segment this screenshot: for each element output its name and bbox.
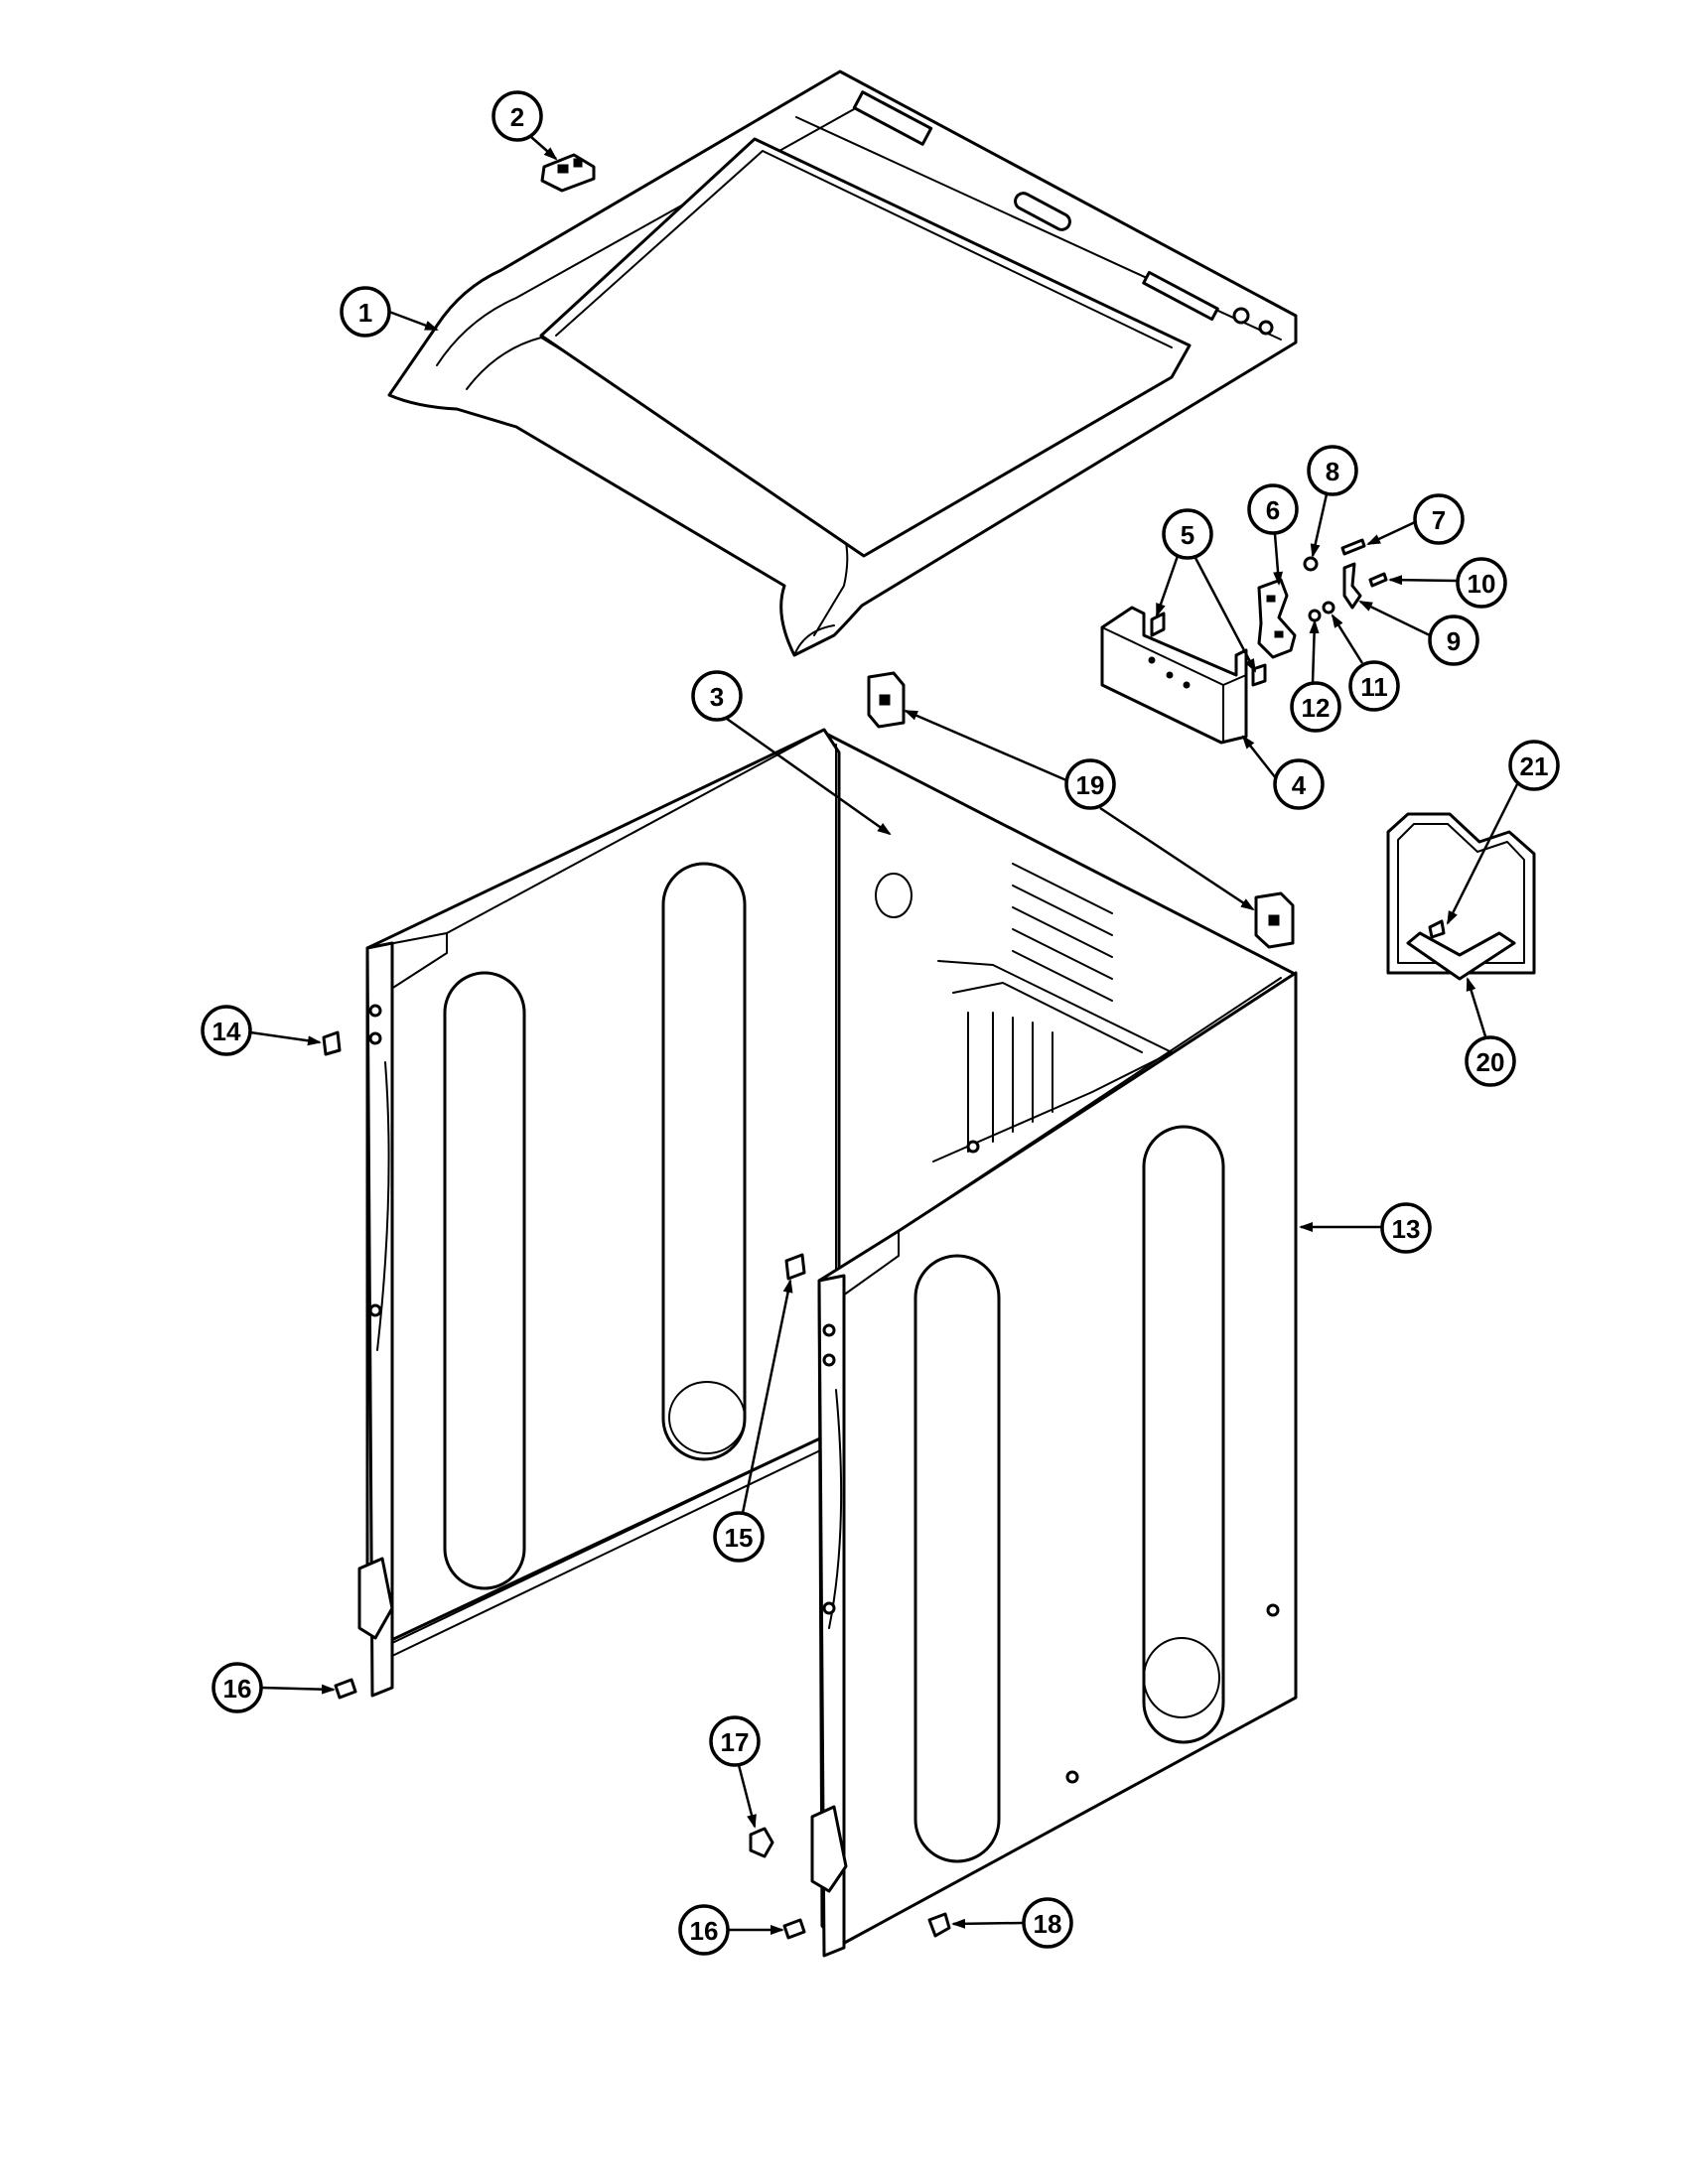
callout-c20: 20 [1465, 1035, 1516, 1087]
callout-number: 6 [1266, 495, 1280, 525]
callout-number: 1 [358, 298, 372, 328]
callout-c16: 16 [211, 1662, 263, 1713]
callout-circle [491, 90, 543, 142]
callout-number: 10 [1468, 569, 1496, 599]
callout-c3: 3 [691, 670, 743, 722]
callout-number: 5 [1181, 520, 1194, 550]
callout-circle [1508, 740, 1560, 791]
callout-circle [1290, 681, 1341, 733]
callout-circle [1348, 660, 1400, 712]
callout-number: 7 [1432, 505, 1446, 535]
callout-number: 12 [1302, 693, 1331, 723]
callout-c2: 2 [491, 90, 543, 142]
callout-circle [1428, 614, 1479, 666]
callout-c13: 13 [1380, 1202, 1432, 1254]
callout-c8: 8 [1307, 445, 1358, 496]
callout-circle [1413, 493, 1465, 545]
callout-number: 16 [690, 1916, 719, 1946]
callout-number: 2 [510, 102, 524, 132]
washer-11 [1322, 601, 1335, 614]
callout-circle [691, 670, 743, 722]
callout-c15: 15 [713, 1511, 765, 1563]
callout-circle [1307, 445, 1358, 496]
washer-12 [1308, 609, 1322, 622]
callout-c1: 1 [340, 286, 391, 338]
callout-number: 3 [710, 682, 724, 712]
callout-number: 8 [1326, 457, 1339, 486]
washer-8 [1303, 556, 1319, 572]
hinge-bracket-lower [1254, 891, 1295, 949]
switch-bracket [1100, 606, 1267, 745]
callout-number: 11 [1360, 672, 1388, 702]
callout-c11: 11 [1348, 660, 1400, 712]
callout-circle [713, 1511, 765, 1563]
callout-number: 19 [1076, 770, 1105, 800]
callout-c7: 7 [1413, 493, 1465, 545]
screw-7 [1340, 538, 1366, 556]
callout-circle [1162, 508, 1213, 560]
callout-circle [1022, 1897, 1073, 1949]
callout-number: 21 [1520, 751, 1549, 781]
callout-number: 17 [721, 1727, 750, 1757]
lid-latch [1257, 578, 1297, 659]
callout-number: 15 [725, 1523, 754, 1553]
leader-lines [249, 136, 1519, 1935]
top-clip [540, 153, 596, 193]
screw-10 [1368, 572, 1388, 588]
callout-circle [1380, 1202, 1432, 1254]
callout-c9: 9 [1428, 614, 1479, 666]
clip-15 [784, 1253, 806, 1281]
callout-c17: 17 [709, 1715, 761, 1767]
callout-c14: 14 [201, 1005, 252, 1056]
top-panel [387, 69, 1298, 657]
filter-cover [1386, 812, 1536, 981]
callout-circle [201, 1005, 252, 1056]
callout-circle [1064, 758, 1116, 810]
callout-circle [1247, 483, 1299, 535]
callout-circle [1456, 557, 1507, 609]
callout-number: 9 [1447, 626, 1461, 656]
callout-c4: 4 [1273, 758, 1325, 810]
fastener-16a [334, 1678, 357, 1700]
callout-number: 20 [1476, 1047, 1505, 1077]
spring-clip [1342, 562, 1362, 610]
callout-c16b: 16 [678, 1904, 730, 1956]
callout-c18: 18 [1022, 1897, 1073, 1949]
screw-18 [927, 1912, 951, 1938]
callout-c6: 6 [1247, 483, 1299, 535]
callout-c19: 19 [1064, 758, 1116, 810]
callout-circle [678, 1904, 730, 1956]
callout-c21: 21 [1508, 740, 1560, 791]
hinge-bracket-upper [867, 671, 906, 729]
callout-c12: 12 [1290, 681, 1341, 733]
callout-circle [211, 1662, 263, 1713]
callout-number: 16 [223, 1674, 252, 1704]
callout-circle [709, 1715, 761, 1767]
callout-circle [340, 286, 391, 338]
callout-c10: 10 [1456, 557, 1507, 609]
cabinet [357, 728, 1298, 1958]
callout-circle [1273, 758, 1325, 810]
callout-number: 4 [1292, 770, 1307, 800]
callout-number: 18 [1034, 1909, 1062, 1939]
callout-number: 13 [1392, 1214, 1421, 1244]
callout-c5: 5 [1162, 508, 1213, 560]
clip-14 [322, 1030, 342, 1056]
callout-circle [1465, 1035, 1516, 1087]
fastener-16b [782, 1918, 806, 1940]
foot-17 [749, 1827, 774, 1858]
callout-number: 14 [212, 1017, 241, 1046]
